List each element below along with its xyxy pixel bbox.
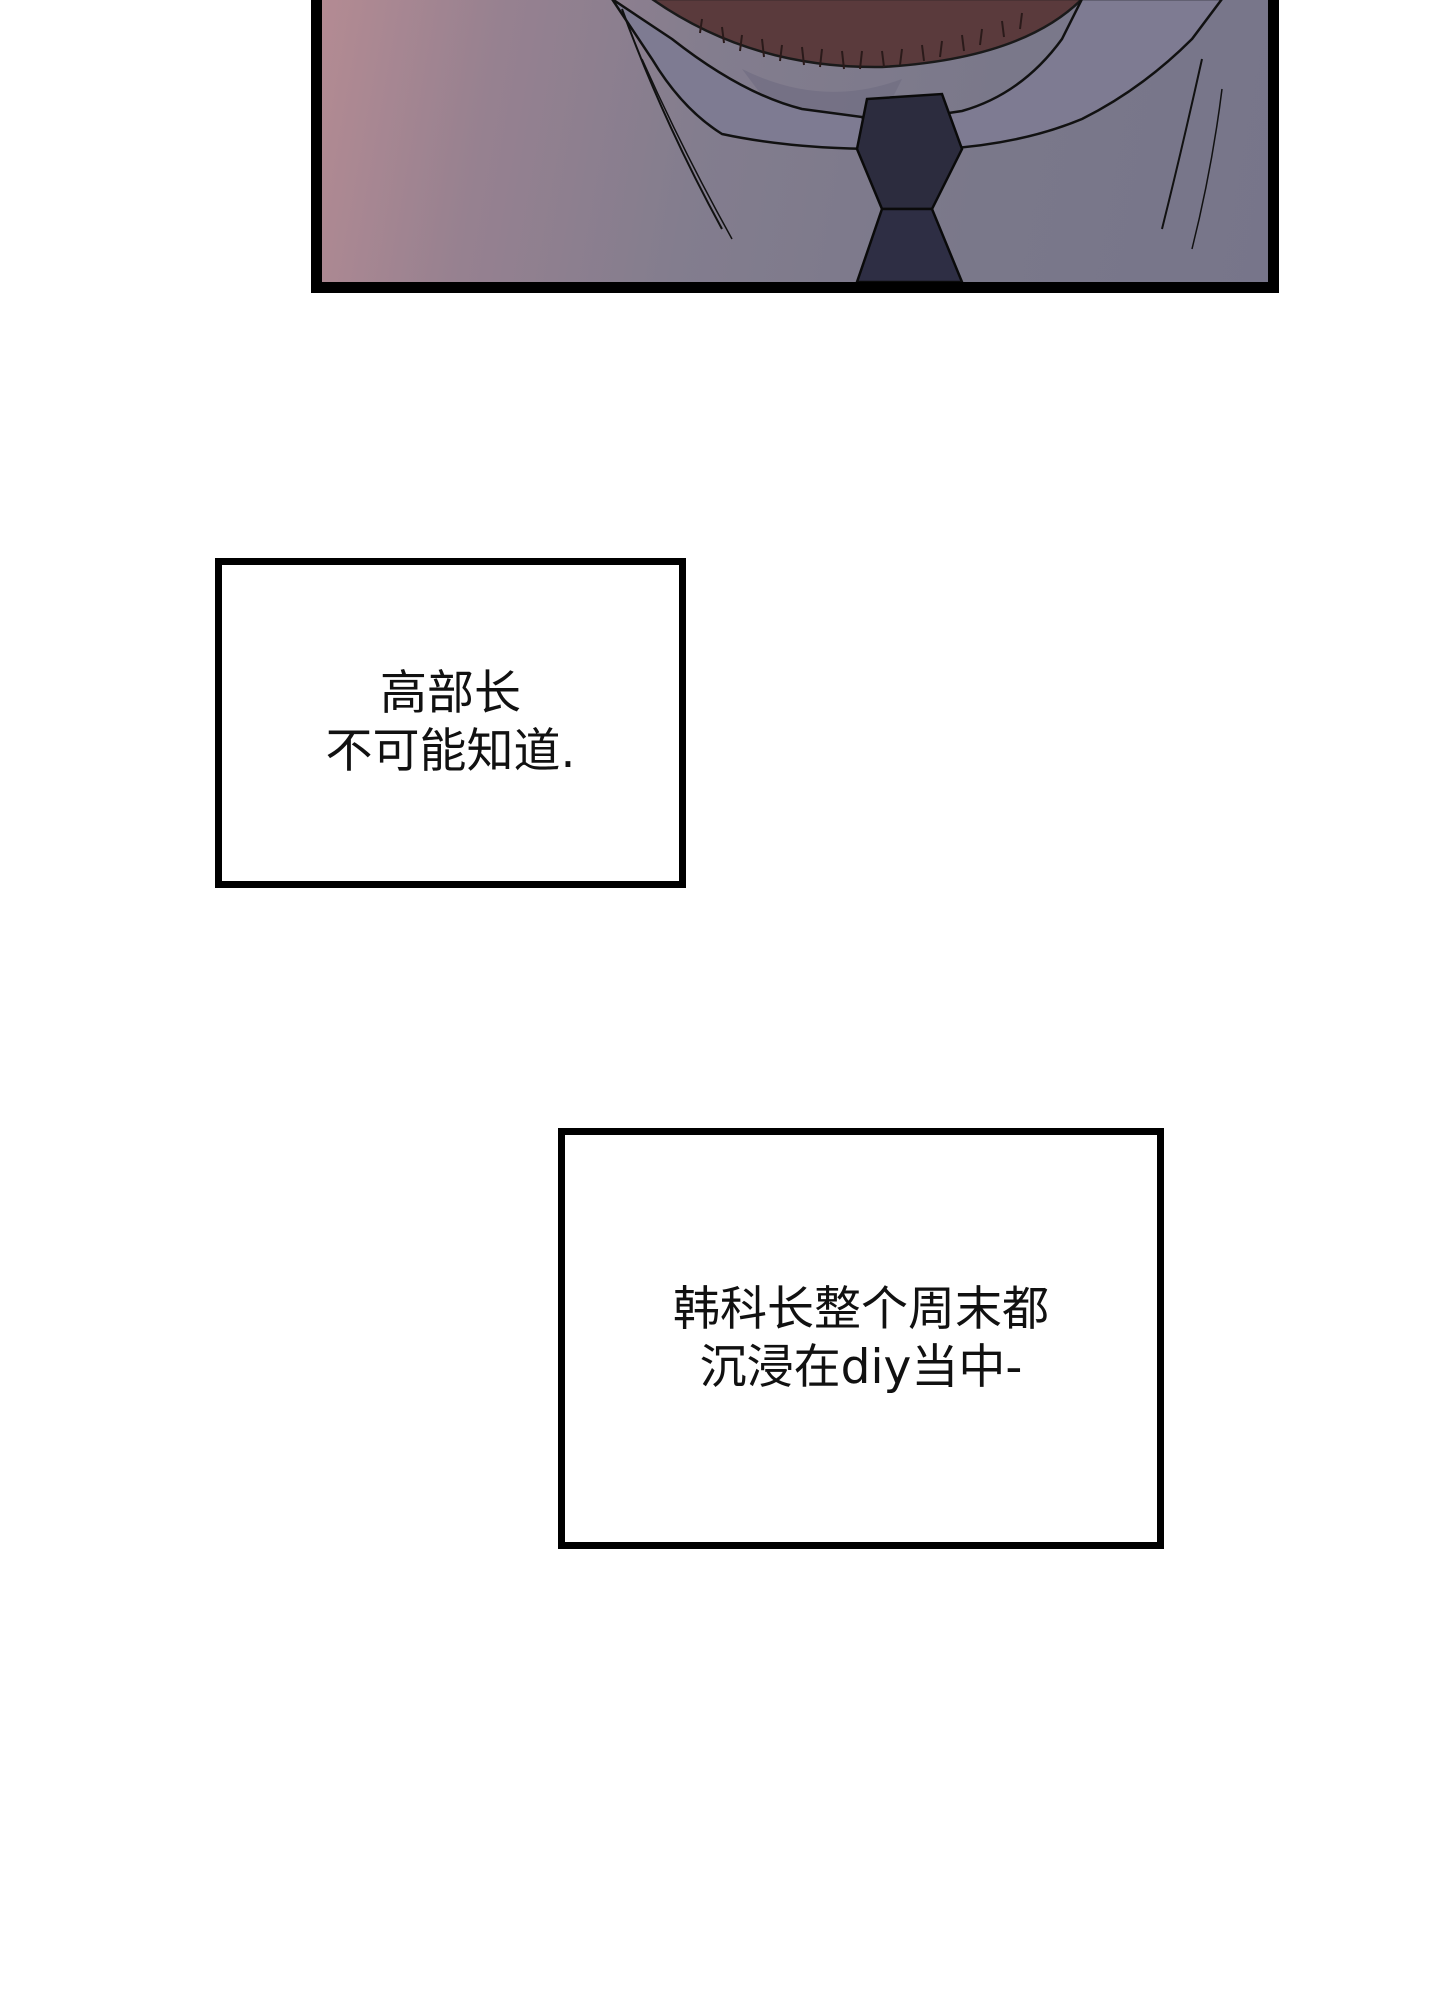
necktie-knot [855, 92, 964, 211]
collar-right [919, 0, 1223, 151]
caption-text-2: 韩科长整个周末都 沉浸在diy当中- [673, 1281, 1049, 1397]
beard-stubble [699, 12, 1023, 70]
caption-2-line-2: 沉浸在diy当中- [699, 1339, 1023, 1395]
necktie-blade [855, 207, 964, 282]
caption-text-1: 高部长 不可能知道. [326, 665, 576, 781]
caption-1-line-1: 高部长 [379, 666, 521, 721]
comic-panel-top [311, 0, 1279, 293]
caption-2-line-1: 韩科长整个周末都 [673, 1281, 1049, 1337]
caption-box-2: 韩科长整个周末都 沉浸在diy当中- [558, 1128, 1164, 1549]
collar-left [611, 0, 885, 151]
beard-chin [651, 0, 1083, 69]
caption-1-line-2: 不可能知道. [325, 724, 576, 779]
caption-box-1: 高部长 不可能知道. [215, 558, 686, 888]
collar-tie-illustration [611, 0, 1223, 282]
